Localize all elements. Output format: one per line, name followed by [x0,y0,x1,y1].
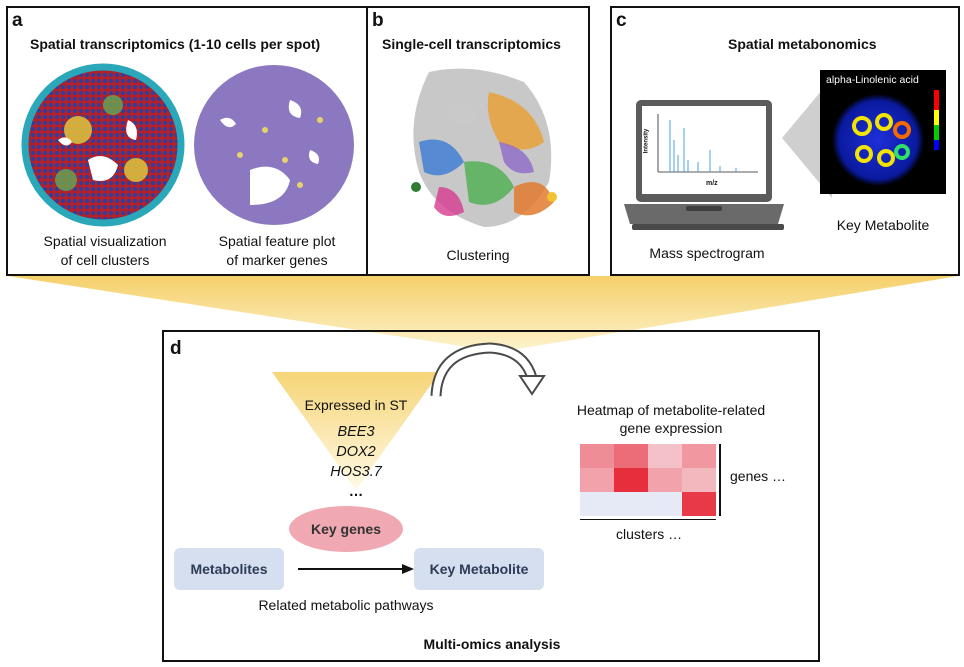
heatmap-cell [682,492,716,516]
heatmap-cell [580,468,614,492]
key-metabolite-box: Key Metabolite [414,548,544,590]
key-genes-ellipse: Key genes [289,506,403,552]
caption-key-metabolite: Key Metabolite [836,217,930,233]
panel-spatial-metabonomics: c Spatial metabonomics Intensity m/z [610,6,960,276]
heatmap-cell [648,468,682,492]
panel-letter: c [616,10,627,31]
panel-multi-omics-analysis: d [162,330,820,662]
caption-clustering: Clustering [446,247,510,263]
marker-gene-feature-image [194,65,354,225]
gene-name: … [348,484,364,500]
heatmap-cell [580,444,614,468]
key-metabolite-label: Key Metabolite [429,561,529,577]
spectrum-ylabel: Intensity [643,128,650,154]
pathway-arrow-icon [298,564,414,574]
metabolite-name-label: alpha-Linolenic acid [826,74,919,86]
cell-cluster-tissue-image [21,63,185,227]
panel-title: Spatial metabonomics [728,36,877,52]
panel-single-cell-transcriptomics: b Single-cell transcriptomics Clustering [366,6,590,276]
metabolites-label: Metabolites [190,561,268,577]
heatmap-title: Heatmap of metabolite-related gene expre… [556,401,786,437]
heatmap-title-line: Heatmap of metabolite-related [576,402,766,418]
panel-letter: b [372,10,384,31]
panel-title: Spatial transcriptomics (1-10 cells per … [30,36,321,52]
umap-clustering-plot [411,68,557,228]
panel-letter: d [170,338,182,359]
heatmap-cell [648,492,682,516]
heatmap-cell [580,492,614,516]
heatmap-cell [682,444,716,468]
curved-arrow-icon [430,342,546,397]
caption-line: Spatial feature plot [218,233,336,249]
panel-spatial-transcriptomics: a Spatial transcriptomics (1-10 cells pe… [6,6,368,276]
heatmap-cell [614,468,648,492]
heatmap [580,444,721,520]
gene-name: BEE3 [337,424,375,440]
key-genes-label: Key genes [310,521,382,537]
gene-name: HOS3.7 [330,464,382,480]
metabolite-image: alpha-Linolenic acid [820,70,946,194]
heatmap-cell [614,492,648,516]
metabolites-box: Metabolites [174,548,284,590]
gene-name: DOX2 [336,444,376,460]
caption-cell-clusters: Spatial visualization of cell clusters [20,232,190,270]
caption-line: of marker genes [226,252,328,268]
heatmap-title-line: gene expression [619,420,723,436]
panel-d-footer: Multi-omics analysis [423,636,561,652]
caption-marker-genes: Spatial feature plot of marker genes [192,232,362,270]
heatmap-cell [648,444,682,468]
pathways-label: Related metabolic pathways [258,597,434,613]
laptop-icon [624,100,784,230]
heatmap-cell [614,444,648,468]
expressed-in-st-label: Expressed in ST [304,397,408,413]
heatmap-clusters-label: clusters … [616,526,683,542]
heatmap-cell [682,468,716,492]
gene-list: BEE3 DOX2 HOS3.7 … [306,422,406,502]
panel-letter: a [12,10,23,31]
panel-title: Single-cell transcriptomics [382,36,561,52]
zoom-wedge [782,78,832,198]
heatmap-genes-label: genes … [730,468,787,484]
spectrum-xlabel: m/z [706,180,718,187]
caption-mass-spectrogram: Mass spectrogram [649,245,765,261]
caption-line: Spatial visualization [43,233,167,249]
caption-line: of cell clusters [60,252,150,268]
